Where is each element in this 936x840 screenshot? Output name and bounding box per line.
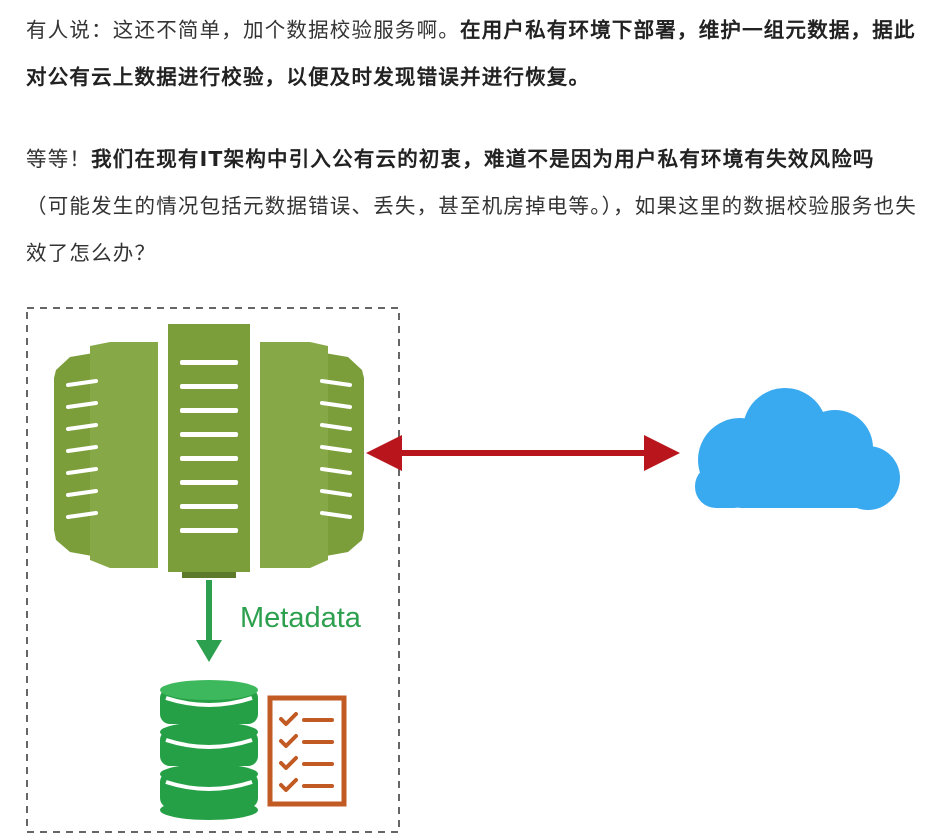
cloud-icon [695,388,900,510]
checklist-icon [267,695,347,807]
text-run: 我们在现有IT架构中引入公有云的初衷，难道不是因为用户私有环境有失效风险吗 [91,147,875,171]
text-run: 有人说：这还不简单，加个数据校验服务啊。 [26,18,460,42]
database-icon [160,680,258,820]
paragraph-intro: 有人说：这还不简单，加个数据校验服务啊。在用户私有环境下部署，维护一组元数据，据… [26,7,918,101]
private-environment-boundary [26,307,400,833]
text-run: 等等！ [26,147,92,171]
paragraph-question: 等等！我们在现有IT架构中引入公有云的初衷，难道不是因为用户私有环境有失效风险吗… [26,136,918,277]
text-run: （可能发生的情况包括元数据错误、丢失，甚至机房掉电等。），如果这里的数据校验服务… [26,194,917,265]
server-rack-icon [54,324,364,578]
text-run: 在用户私有环境下部署，维护一组元数据，据此对公有云上数据进行校验，以便及时发现错… [26,18,916,89]
bidirectional-arrow [366,435,680,471]
metadata-label: Metadata [240,602,362,634]
down-arrow [196,580,222,662]
architecture-diagram: Metadata [0,290,936,840]
